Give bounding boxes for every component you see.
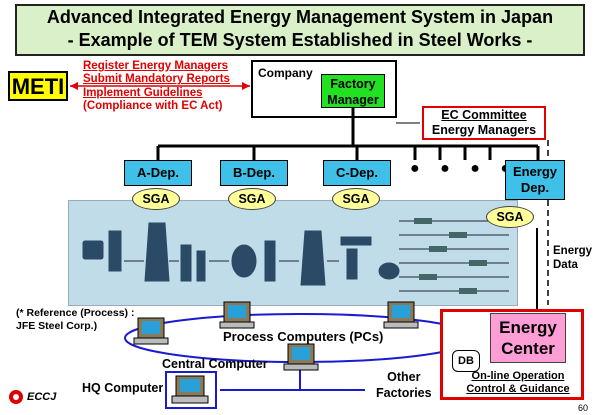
sga-badge: SGA xyxy=(486,206,534,228)
title-line-1: Advanced Integrated Energy Management Sy… xyxy=(46,7,554,27)
regulation-note: (Compliance with EC Act) xyxy=(83,99,223,112)
central-computer-label: Central Computer xyxy=(162,357,268,371)
reference-note: (* Reference (Process) : JFE Steel Corp.… xyxy=(16,307,134,333)
reference-line: (* Reference (Process) : xyxy=(16,307,135,319)
database-icon: DB xyxy=(452,350,480,372)
more-departments-ellipsis: ● ● ● ● xyxy=(410,160,518,177)
hq-computer-icon xyxy=(171,375,209,404)
process-computers-label: Process Computers (PCs) xyxy=(223,329,384,344)
regulation-list: Register Energy Managers Submit Mandator… xyxy=(83,60,230,113)
eccj-logo-text: ECCJ xyxy=(27,391,57,403)
online-line: Control & Guidance xyxy=(466,383,570,395)
page-number: 60 xyxy=(578,403,589,413)
sga-badge: SGA xyxy=(132,188,180,210)
ec-committee-box: EC Committee Energy Managers xyxy=(422,106,546,140)
ec-committee-title: EC Committee xyxy=(441,108,527,122)
title-banner: Advanced Integrated Energy Management Sy… xyxy=(15,4,585,56)
energy-department: Energy Dep. xyxy=(505,160,565,200)
computer-icon xyxy=(133,317,169,345)
energy-center-box: Energy Center xyxy=(490,313,566,363)
meti-arrow-right xyxy=(242,82,250,90)
online-line: On-line Operation xyxy=(471,370,565,382)
factory-manager-line: Factory xyxy=(330,77,376,91)
energy-data-line: Data xyxy=(553,259,578,271)
energy-center-line: Center xyxy=(501,339,555,358)
department-c: C-Dep. xyxy=(323,160,391,186)
energy-dep-line: Energy xyxy=(512,164,558,179)
department-a: A-Dep. xyxy=(124,160,192,186)
regulation-item: Register Energy Managers xyxy=(83,60,229,72)
company-label: Company xyxy=(258,66,313,80)
ec-committee-subtitle: Energy Managers xyxy=(431,123,537,137)
central-computer-icon xyxy=(283,343,319,371)
sga-badge: SGA xyxy=(228,188,276,210)
title-line-2: - Example of TEM System Established in S… xyxy=(67,30,533,50)
computer-icon xyxy=(219,301,255,329)
factory-manager-box: Factory Manager xyxy=(321,74,385,108)
sga-badge: SGA xyxy=(332,188,380,210)
computer-icon xyxy=(383,301,419,329)
hq-computer-label: HQ Computer xyxy=(82,381,164,395)
process-drawing xyxy=(82,218,509,294)
regulation-item: Implement Guidelines xyxy=(83,86,203,99)
online-control-label: On-line Operation Control & Guidance xyxy=(462,370,574,396)
energy-data-label: Energy Data xyxy=(553,244,592,272)
energy-dep-line: Dep. xyxy=(520,180,550,195)
department-b: B-Dep. xyxy=(220,160,288,186)
other-factories-label: Other Factories xyxy=(376,369,432,401)
factory-manager-line: Manager xyxy=(327,93,379,107)
meti-arrow-left xyxy=(70,82,78,90)
other-factories-line: Factories xyxy=(376,386,432,400)
hq-computer-frame xyxy=(165,371,217,409)
steel-process-illustration xyxy=(68,200,518,306)
energy-center-line: Energy xyxy=(499,318,557,337)
company-frame xyxy=(251,60,397,118)
regulation-item: Submit Mandatory Reports xyxy=(83,73,230,86)
other-factories-line: Other xyxy=(387,370,421,384)
reference-line: JFE Steel Corp.) xyxy=(16,320,98,332)
meti-box: METI xyxy=(8,71,68,101)
energy-data-line: Energy xyxy=(553,245,592,257)
